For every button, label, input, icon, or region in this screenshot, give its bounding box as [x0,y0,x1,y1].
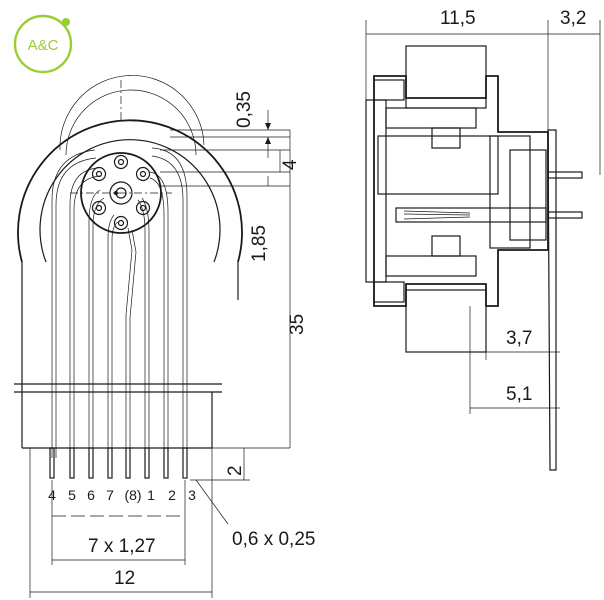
panel-bottom [405,289,487,353]
dim-depth: 11,5 [440,8,476,29]
pin-label-3: 3 [188,487,196,503]
dim-pin-section: 0,6 x 0,25 [232,529,315,550]
dim-pitch-circle: 4 [280,159,301,170]
pcb-pin-top [547,171,583,179]
pin-label-2: 2 [168,487,176,503]
dim-offset: 1,85 [249,225,270,262]
side-dimensions: 11,5 3,2 3,7 5,1 [365,8,601,414]
wire-leads [51,147,188,458]
front-view: 4 5 6 7 (8) 1 2 3 0,35 4 [14,75,315,598]
dim-flange: 3,7 [506,328,532,349]
housing-outline [373,75,549,307]
pin-label-5: 5 [68,487,76,503]
flange-disc [17,119,243,263]
logo-ring [13,14,73,74]
dim-pitch: 7 x 1,27 [88,536,156,557]
pin-label-6: 6 [87,487,95,503]
pcb-lead [547,129,557,471]
housing-wall [365,99,387,283]
flange-ring [65,89,197,156]
inner-body [377,135,499,195]
pins [49,447,188,479]
logo-dot [62,18,70,26]
connector-face [70,80,172,234]
dim-pin-length: 2 [225,465,246,476]
side-view: 11,5 3,2 3,7 5,1 [365,8,601,471]
dim-height: 35 [287,314,308,335]
dim-board-offset: 5,1 [506,384,532,405]
logo-text: A&C [28,37,59,54]
dim-width: 12 [114,568,135,589]
pin-label-8: (8) [124,487,141,503]
dim-pin-projection: 3,2 [560,8,586,29]
dim-gap: 0,35 [234,91,255,128]
pcb-pin-bottom [547,211,583,219]
flange-ring-2 [59,75,205,151]
pin-label-1: 1 [147,487,155,503]
front-dimensions: 0,35 4 1,85 35 2 0,6 x 0,25 7 x [29,91,315,598]
logo: A&C [13,14,73,74]
contact [395,207,547,223]
pin-label-7: 7 [106,487,114,503]
flange-inner [39,139,221,263]
pin-labels: 4 5 6 7 (8) 1 2 3 [48,487,196,503]
